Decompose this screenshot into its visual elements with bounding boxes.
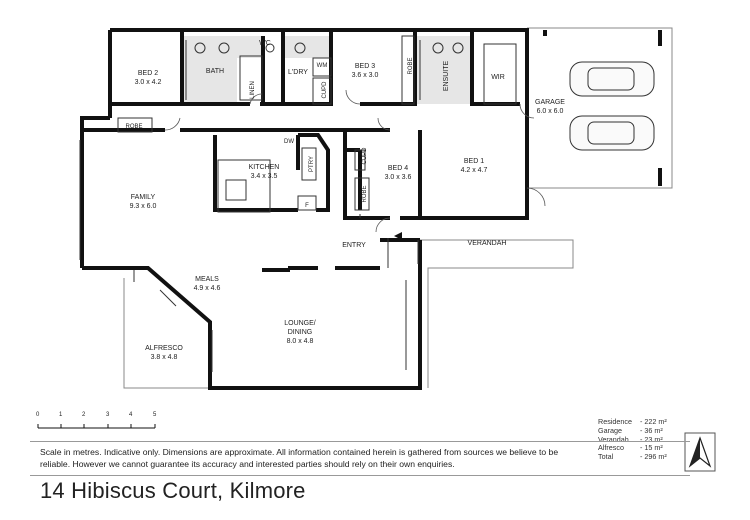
area-row: Garage - 36 m²: [598, 425, 678, 436]
cupd-bed4-name: CUPD: [362, 147, 368, 165]
wir-name: WIR: [491, 74, 505, 81]
garage-dims: 6.0 x 6.0: [537, 108, 564, 115]
alfresco-dims: 3.8 x 4.8: [151, 354, 178, 361]
robe-bed4-name: ROBE: [362, 185, 368, 202]
scale-tick-3: 3: [106, 412, 110, 418]
family-dims: 9.3 x 6.0: [130, 203, 157, 210]
scale-tick-4: 4: [129, 412, 133, 418]
wc-name: WC: [259, 40, 271, 47]
laundry-name: L'DRY: [288, 69, 308, 76]
scale-tick-0: 0: [36, 412, 40, 418]
scale-bar: [37, 424, 156, 429]
scale-tick-5: 5: [153, 412, 157, 418]
alfresco-name: ALFRESCO: [145, 345, 183, 352]
bed1-name: BED 1: [464, 158, 484, 165]
wm-name: WM: [317, 63, 328, 69]
linen-name: LINEN: [250, 81, 256, 99]
garage-name: GARAGE: [535, 99, 565, 106]
area-value: - 222 m²: [640, 417, 667, 426]
family-name: FAMILY: [131, 194, 156, 201]
lounge-name: LOUNGE/: [284, 320, 316, 327]
area-table: Residence - 222 m² Garage - 36 m² Verandah…: [598, 417, 678, 462]
bath-name: BATH: [206, 68, 224, 75]
bed1-dims: 4.2 x 4.7: [461, 167, 488, 174]
kitchen-name: KITCHEN: [249, 164, 280, 171]
ensuite-name: ENSUITE: [443, 61, 450, 92]
area-label: Total: [598, 452, 614, 462]
area-label: Residence: [598, 417, 632, 426]
bed4-dims: 3.0 x 3.6: [385, 174, 412, 181]
kitchen-dims: 3.4 x 3.5: [251, 173, 278, 180]
fridge-name: F: [305, 203, 309, 209]
bed3-dims: 3.6 x 3.0: [352, 72, 379, 79]
area-value: - 296 m²: [640, 452, 667, 462]
wet-area-tiles: [182, 36, 472, 104]
entry-arrow: [394, 232, 402, 240]
ptry-name: PTRY: [309, 156, 315, 172]
north-compass-icon: [684, 432, 716, 472]
area-row: Total - 296 m²: [598, 452, 678, 462]
bed2-name: BED 2: [138, 70, 158, 77]
cupd-laundry-name: CUPD: [322, 81, 328, 99]
property-address: 14 Hibiscus Court, Kilmore: [40, 478, 306, 503]
disclaimer: Scale in metres. Indicative only. Dimens…: [40, 447, 559, 469]
bed4-name: BED 4: [388, 165, 408, 172]
scale-tick-1: 1: [59, 412, 63, 418]
area-row: Alfresco - 15 m²: [598, 444, 678, 453]
robe-bed3-name: ROBE: [408, 57, 414, 74]
divider-top: [30, 441, 690, 442]
bed3-name: BED 3: [355, 63, 375, 70]
lounge-name2: DINING: [288, 329, 313, 336]
area-value: - 15 m²: [640, 443, 663, 453]
area-row: Verandah - 23 m²: [598, 434, 678, 445]
bed2-dims: 3.0 x 4.2: [135, 79, 162, 86]
door-swings: [164, 89, 546, 233]
area-value: - 36 m²: [640, 425, 663, 435]
scale-tick-2: 2: [82, 412, 86, 418]
entry-name: ENTRY: [342, 242, 366, 249]
meals-name: MEALS: [195, 276, 219, 283]
area-value: - 23 m²: [640, 434, 663, 444]
outdoor-outlines: [123, 27, 673, 389]
lounge-dims: 8.0 x 4.8: [287, 338, 314, 345]
verandah-name: VERANDAH: [468, 240, 507, 247]
area-label: Garage: [598, 425, 622, 435]
area-label: Alfresco: [598, 443, 624, 453]
car-bottom: [569, 115, 655, 151]
divider-bottom: [30, 475, 690, 476]
meals-dims: 4.9 x 4.6: [194, 285, 221, 292]
area-row: Residence - 222 m²: [598, 417, 678, 427]
dw-name: DW: [284, 139, 294, 145]
fixtures: [79, 35, 517, 372]
room-labels: BED 2 3.0 x 4.2 BATH WC L'DRY WM LINEN C…: [125, 40, 565, 361]
car-top: [569, 61, 655, 97]
area-label: Verandah: [598, 434, 629, 444]
garage-door: [543, 30, 662, 186]
walls: [80, 28, 529, 390]
robe-bed2-name: ROBE: [125, 124, 142, 130]
